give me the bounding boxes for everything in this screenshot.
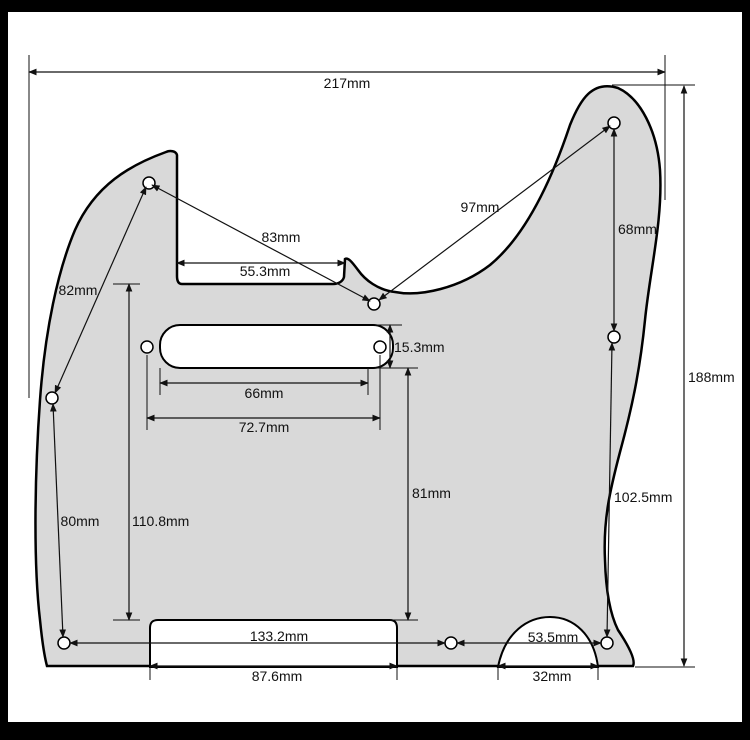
label-66: 66mm — [245, 385, 284, 401]
label-overall-height: 188mm — [688, 369, 735, 385]
label-overall-width: 217mm — [324, 75, 371, 91]
screw-hole — [607, 330, 621, 344]
label-81: 81mm — [412, 485, 451, 501]
screw-hole — [600, 636, 614, 650]
dim-line-102-5 — [603, 342, 616, 638]
label-55-3: 55.3mm — [240, 263, 291, 279]
dim-line-83 — [151, 184, 371, 302]
label-32: 32mm — [533, 668, 572, 684]
label-97: 97mm — [461, 199, 500, 215]
pickup-mount-hole — [140, 340, 154, 354]
label-72-7: 72.7mm — [239, 419, 290, 435]
label-68: 68mm — [618, 221, 657, 237]
pickup-slot — [159, 324, 394, 369]
label-102-5: 102.5mm — [614, 489, 672, 505]
label-80: 80mm — [61, 513, 100, 529]
screw-hole — [57, 636, 71, 650]
screw-hole — [367, 297, 381, 311]
screw-hole — [444, 636, 458, 650]
screw-hole — [45, 391, 59, 405]
pickup-mount-hole — [373, 340, 387, 354]
dim-line-82 — [54, 186, 147, 394]
label-87-6: 87.6mm — [252, 668, 303, 684]
label-83: 83mm — [262, 229, 301, 245]
dim-line-97 — [378, 125, 611, 301]
label-53-5: 53.5mm — [528, 629, 579, 645]
label-82: 82mm — [59, 282, 98, 298]
label-15-3: 15.3mm — [394, 339, 445, 355]
label-133-2: 133.2mm — [250, 628, 308, 644]
screw-hole — [142, 176, 156, 190]
screw-hole — [607, 116, 621, 130]
dim-line-80 — [49, 403, 67, 638]
label-110-8: 110.8mm — [132, 513, 189, 529]
